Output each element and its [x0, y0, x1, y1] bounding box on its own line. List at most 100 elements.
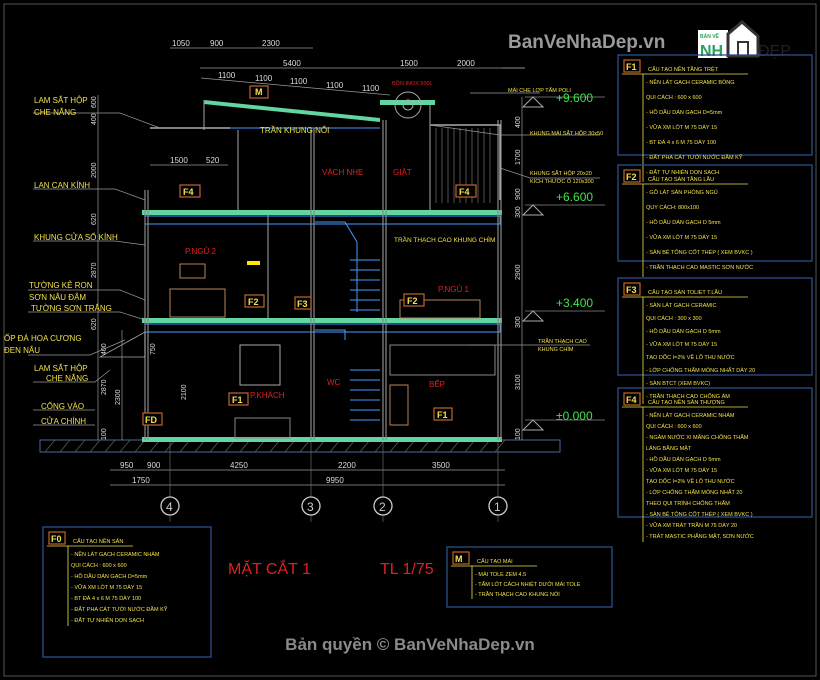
svg-text:900: 900 — [515, 188, 522, 200]
legend-code: F4 — [626, 395, 637, 405]
svg-text:F4: F4 — [459, 187, 470, 197]
left-annotations: LAM SẮT HỘP CHE NẮNG LAN CAN KÍNH KHUNG … — [4, 96, 161, 426]
legend-item: - GỖ LÁT SÀN PHÒNG NGỦ — [646, 189, 718, 196]
legend-code: F1 — [626, 62, 637, 72]
legend-item: - ĐẤT PHA CÁT TƯỚI NƯỚC ĐẦM KỸ — [646, 154, 743, 161]
svg-text:1100: 1100 — [290, 77, 308, 86]
svg-text:620: 620 — [91, 318, 98, 330]
legend-title: CẤU TẠO NỀN TẦNG TRỆT — [648, 65, 719, 73]
svg-text:KHUNG CỬA SỔ KÍNH: KHUNG CỬA SỔ KÍNH — [34, 233, 118, 242]
legend-item: - VỮA XM LÓT M 75 DÀY 15 — [646, 124, 717, 131]
svg-text:300: 300 — [515, 206, 522, 218]
legend-code: F0 — [51, 534, 62, 544]
svg-text:F2: F2 — [407, 296, 418, 306]
legend-item: - ĐẤT PHA CÁT TƯỚI NƯỚC ĐẦM KỸ — [71, 606, 168, 613]
legend-item: - ĐẤT TỰ NHIÊN DỌN SẠCH — [646, 168, 719, 176]
svg-text:2300: 2300 — [262, 39, 280, 48]
svg-text:FD: FD — [145, 415, 157, 425]
svg-text:BẾP: BẾP — [429, 379, 445, 389]
side-dimensions: 400 600 2000 620 2870 620 400 2870 2300 … — [91, 95, 523, 440]
svg-text:9950: 9950 — [326, 476, 344, 485]
legend-item: - VỮA XM LÓT M 75 DÀY 15 — [646, 341, 717, 348]
legend-box-f1 — [617, 54, 813, 156]
right-annotations: MÁI CHE LỢP TẤM POLI KHUNG MÁI SẮT HỘP 3… — [429, 87, 603, 353]
axis-2: 2 — [379, 500, 386, 514]
svg-text:CHE NẮNG: CHE NẮNG — [46, 374, 88, 383]
svg-text:620: 620 — [91, 213, 98, 225]
legend-item: QUI CÁCH : 600 x 600 — [71, 562, 127, 569]
legend-item: - TRÁT MASTIC PHẲNG MẶT, SƠN NƯỚC — [646, 533, 754, 540]
room-labels: TRẦN KHUNG NỔI VÁCH NHẸ GIẶT P.NGỦ 2 P.N… — [185, 125, 495, 400]
legend-item: - TRẦN THẠCH CAO KHUNG NỔI — [475, 591, 560, 598]
svg-text:2870: 2870 — [101, 379, 108, 395]
svg-text:P.NGỦ 1: P.NGỦ 1 — [438, 285, 470, 294]
svg-text:1500: 1500 — [170, 156, 188, 165]
legend-box-f0 — [42, 526, 212, 658]
svg-text:F1: F1 — [232, 395, 243, 405]
svg-text:2000: 2000 — [457, 59, 475, 68]
legend-code-frame — [623, 59, 641, 73]
svg-text:1500: 1500 — [400, 59, 418, 68]
axis-4: 4 — [166, 500, 173, 514]
svg-text:KÍCH THƯỚC Ô 120x300: KÍCH THƯỚC Ô 120x300 — [530, 178, 594, 185]
legend-item: - NỀN LÁT GẠCH CERAMIC BÓNG — [646, 79, 735, 86]
section-scale: TL 1/75 — [380, 561, 434, 578]
legend-item: - TRẦN THẠCH CAO MASTIC SƠN NƯỚC — [646, 264, 753, 271]
legend-item: TẠO DỐC I=2% VỀ LỖ THU NƯỚC — [646, 354, 735, 361]
svg-text:950: 950 — [120, 461, 134, 470]
svg-text:ĐẸP: ĐẸP — [758, 43, 791, 60]
svg-text:3100: 3100 — [515, 374, 522, 390]
legend-code: F2 — [626, 172, 637, 182]
svg-text:P.NGỦ 2: P.NGỦ 2 — [185, 247, 217, 256]
svg-text:MÁI CHE LỢP TẤM POLI: MÁI CHE LỢP TẤM POLI — [508, 87, 571, 94]
legend-title: CẤU TẠO SÀN TOLIET T.LẦU — [648, 289, 722, 296]
legend-box-m — [446, 546, 613, 608]
svg-text:600: 600 — [91, 96, 98, 108]
legend-item: - NỀN LÁT GẠCH CERAMIC NHÁM — [646, 412, 735, 419]
svg-text:400: 400 — [515, 116, 522, 128]
svg-text:1750: 1750 — [132, 476, 150, 485]
legend-item: - VỮA XM LÓT M 75 DÀY 15 — [646, 467, 717, 474]
svg-text:100: 100 — [515, 428, 522, 440]
svg-text:LAM SẮT HỘP: LAM SẮT HỘP — [34, 96, 88, 105]
tank-label: BỒN INOX 500L — [392, 80, 433, 87]
svg-text:2300: 2300 — [115, 389, 122, 405]
svg-text:±0.000: ±0.000 — [556, 409, 593, 423]
axis-1: 1 — [494, 500, 501, 514]
legend-item: - SÀN BÊ TÔNG CỐT THÉP ( XEM BVKC ) — [646, 248, 753, 256]
svg-text:1050: 1050 — [172, 39, 190, 48]
svg-text:TRẦN THẠCH CAO: TRẦN THẠCH CAO — [538, 338, 588, 345]
legend-item: LÁNG BẰNG MẶT — [646, 444, 692, 452]
svg-text:F4: F4 — [183, 187, 194, 197]
legend-box-f3 — [617, 277, 813, 376]
level-markers: +9.600 +6.600 +3.400 ±0.000 — [521, 91, 605, 431]
grid-axes: 4 3 2 1 — [160, 496, 508, 516]
section-title: MẶT CẮT 1 — [228, 559, 311, 578]
legend-item: - TRẦN THẠCH CAO CHỐNG ẨM — [646, 393, 730, 400]
svg-text:5400: 5400 — [283, 59, 301, 68]
svg-text:TƯỜNG KẺ RON: TƯỜNG KẺ RON — [29, 281, 93, 290]
legend-item: - SÀN BTCT (XEM BVKC) — [646, 380, 710, 387]
svg-text:CHE NẮNG: CHE NẮNG — [34, 108, 76, 117]
legend-item: - NỀN LÁT GẠCH CERAMIC NHÁM — [71, 551, 160, 558]
svg-text:1100: 1100 — [326, 81, 344, 90]
svg-text:900: 900 — [147, 461, 161, 470]
legend-item: - VỮA XM TRÁT TRẦN M 75 DÀY 20 — [646, 522, 737, 529]
svg-text:P.KHÁCH: P.KHÁCH — [250, 391, 285, 400]
svg-text:NH: NH — [700, 43, 723, 60]
svg-text:LAM SẮT HỘP: LAM SẮT HỘP — [34, 364, 88, 373]
svg-text:GIẶT: GIẶT — [393, 168, 412, 177]
legend-item: QUI CÁCH : 600 x 600 — [646, 423, 702, 430]
legend-code-frame — [623, 169, 641, 183]
logo-text: BanVeNhaDep.vn — [508, 32, 665, 53]
legend-code-frame — [452, 551, 470, 565]
legend-item: TẠO DỐC I=2% VỀ LỖ THU NƯỚC — [646, 478, 735, 485]
svg-text:F3: F3 — [297, 299, 308, 309]
legend-item: - LỚP CHỐNG THẤM MỎNG NHẤT DÀY 20 — [646, 367, 755, 374]
svg-text:CỔNG VÀO: CỔNG VÀO — [41, 402, 84, 411]
legend-code: M — [455, 554, 463, 564]
svg-text:750: 750 — [150, 343, 157, 355]
svg-text:SƠN NÂU ĐẬM: SƠN NÂU ĐẬM — [29, 293, 86, 302]
svg-text:2000: 2000 — [91, 162, 98, 178]
